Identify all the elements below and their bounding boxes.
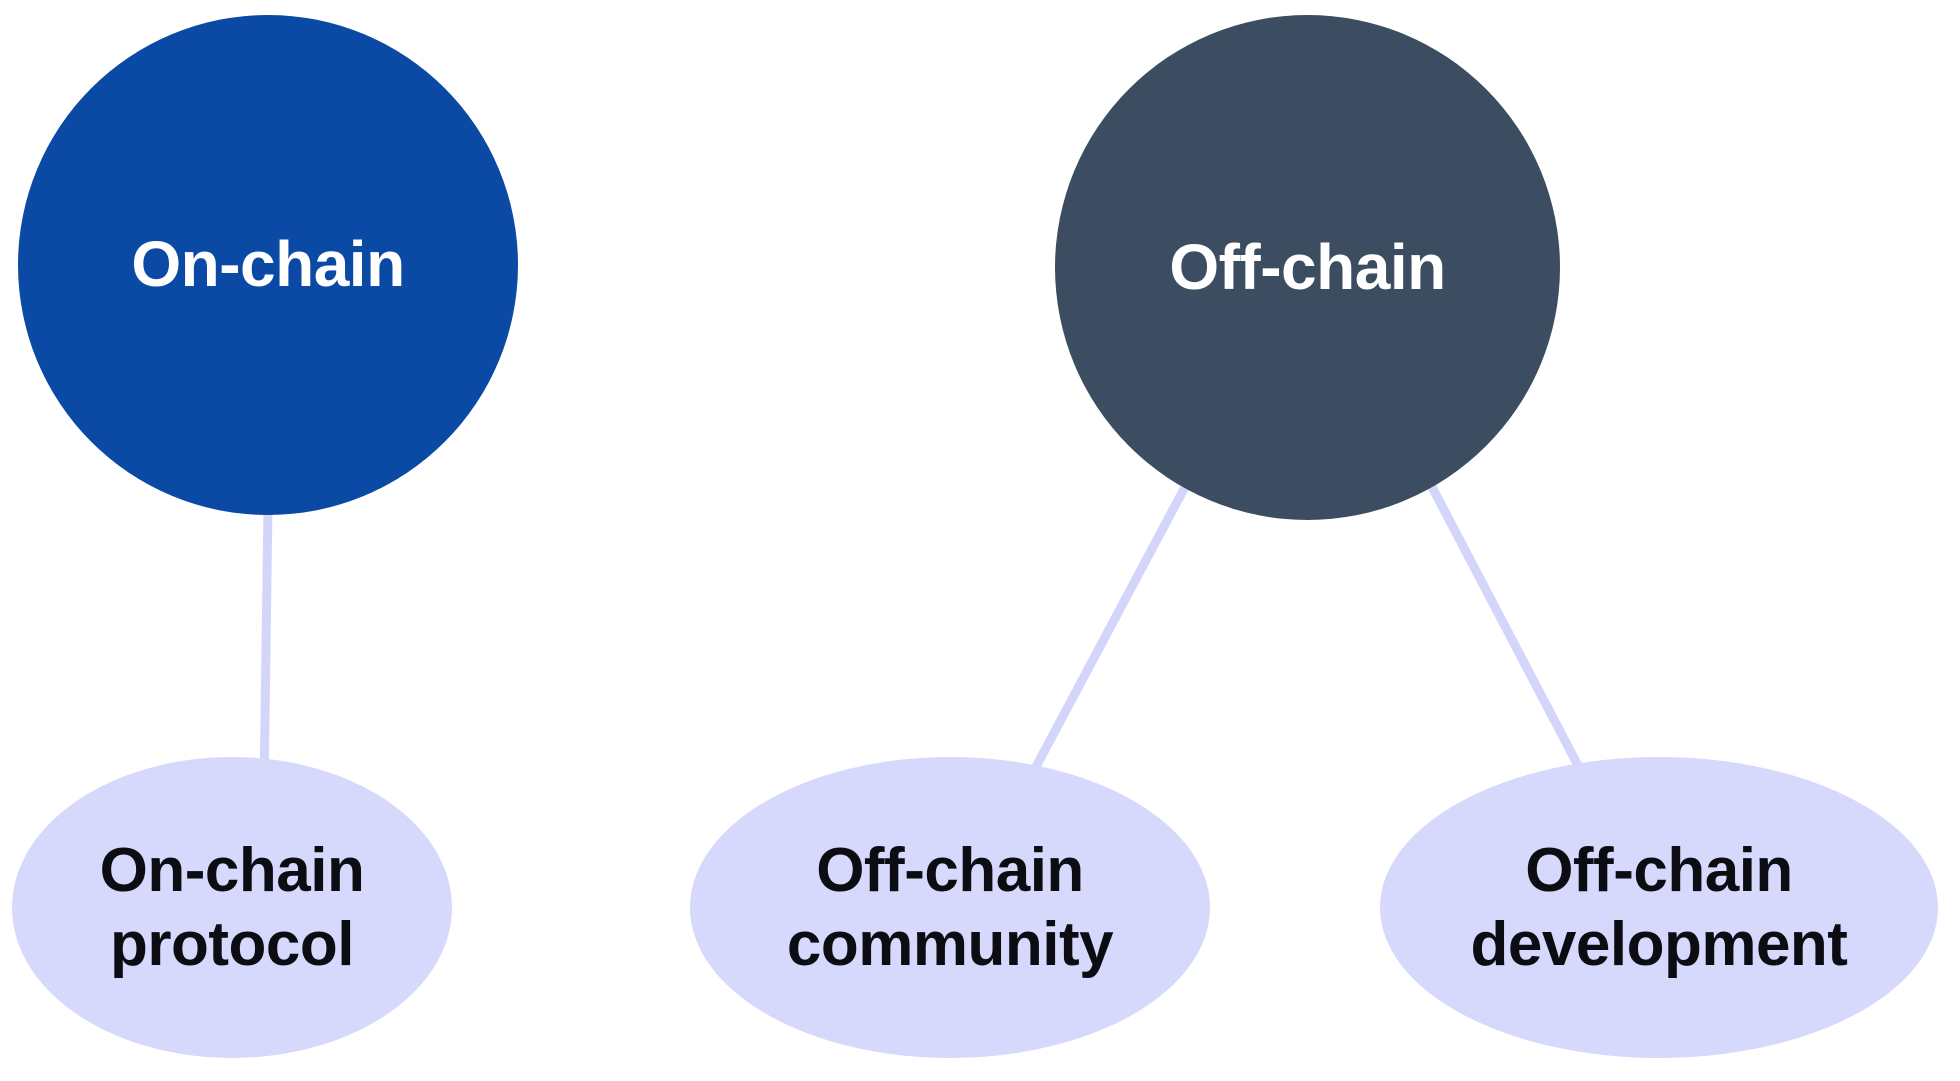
node-off-chain-label: Off-chain: [1169, 230, 1446, 303]
edge-off-chain-to-community: [1026, 484, 1189, 781]
node-off-chain[interactable]: Off-chain: [1055, 15, 1560, 520]
node-on-chain-protocol-label: On-chain protocol: [99, 836, 365, 979]
edge-on-chain-to-protocol: [259, 504, 273, 791]
node-off-chain-development-label: Off-chain development: [1470, 836, 1848, 979]
node-on-chain[interactable]: On-chain: [18, 15, 518, 515]
node-off-chain-community[interactable]: Off-chain community: [690, 757, 1210, 1058]
node-on-chain-label: On-chain: [131, 228, 405, 301]
node-on-chain-protocol[interactable]: On-chain protocol: [12, 757, 452, 1058]
node-off-chain-development[interactable]: Off-chain development: [1380, 757, 1938, 1058]
edge-off-chain-to-development: [1428, 484, 1587, 778]
node-off-chain-community-label: Off-chain community: [786, 836, 1114, 979]
